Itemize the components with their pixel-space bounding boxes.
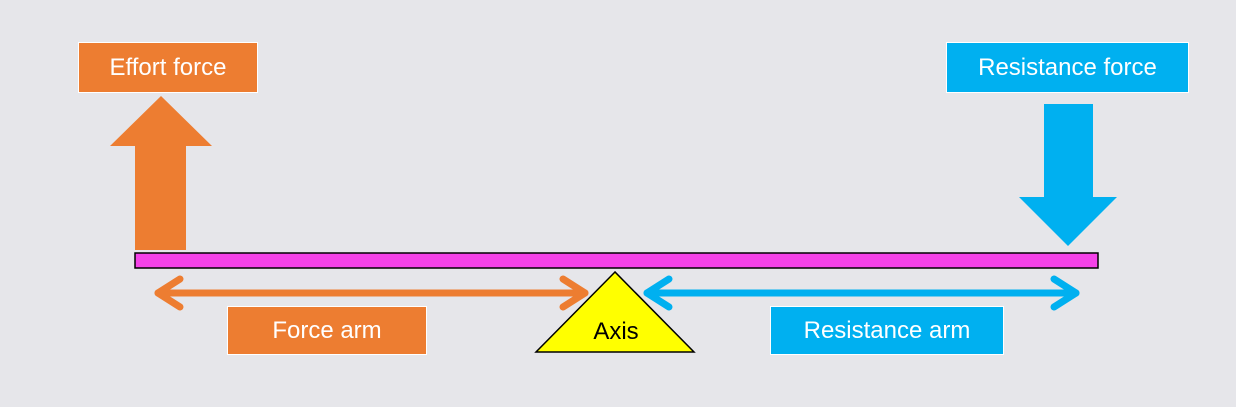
effort-force-label: Effort force xyxy=(78,42,258,93)
resistance-arm-label: Resistance arm xyxy=(770,306,1004,355)
resistance-force-label: Resistance force xyxy=(946,42,1189,93)
fulcrum-triangle xyxy=(534,270,696,353)
resistance-arm-arrow xyxy=(643,275,1080,311)
force-arm-label: Force arm xyxy=(227,306,427,355)
lever-bar xyxy=(134,252,1099,269)
resistance-force-arrow xyxy=(1019,104,1117,246)
effort-force-arrow xyxy=(110,96,212,250)
axis-label: Axis xyxy=(593,318,639,345)
force-arm-arrow xyxy=(154,275,589,311)
